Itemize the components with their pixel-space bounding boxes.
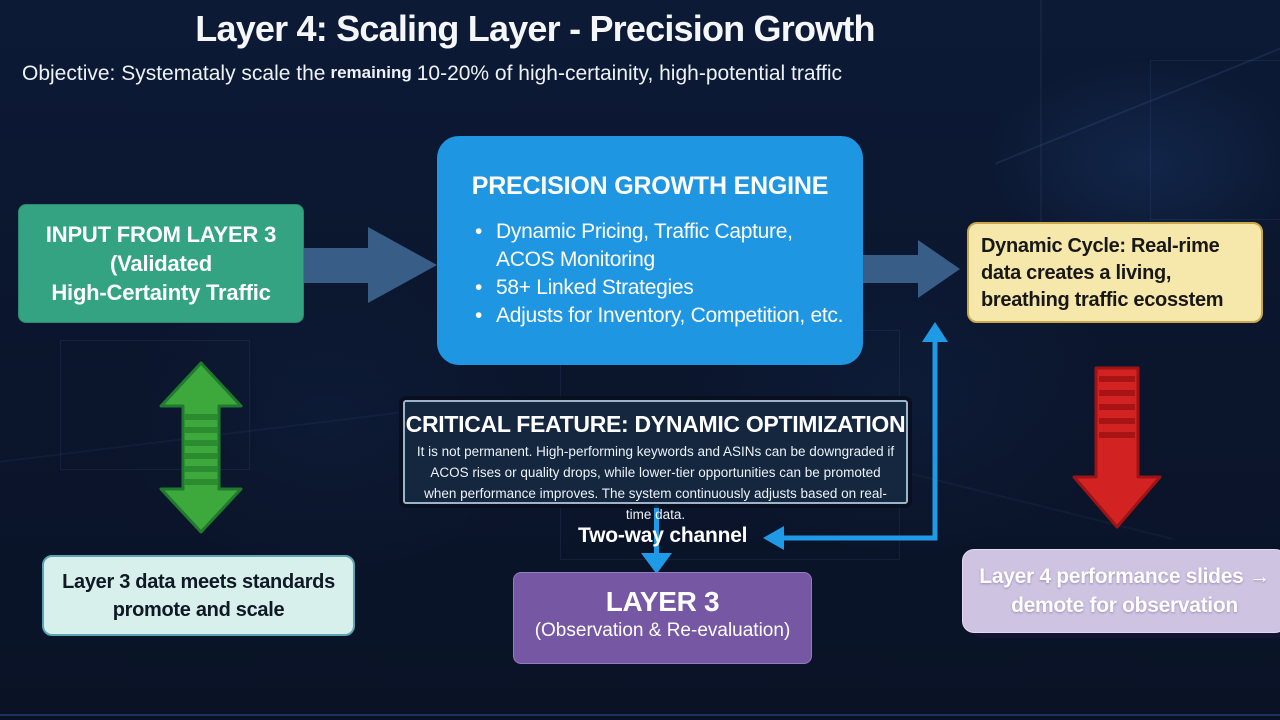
cycle-line: Dynamic Cycle: Real-rime (981, 235, 1220, 257)
engine-bullet: Dynamic Pricing, Traffic Capture, ACOS M… (473, 218, 855, 274)
critical-feature-title: CRITICAL FEATURE: DYNAMIC OPTIMIZATION (405, 411, 906, 437)
circuit-trace (1040, 0, 1042, 250)
precision-growth-engine-box: PRECISION GROWTH ENGINE Dynamic Pricing,… (437, 136, 863, 365)
demote-line: Layer 4 performance slides → (979, 565, 1270, 588)
input-from-layer3-box: INPUT FROM LAYER 3 (Validated High-Certa… (18, 204, 304, 323)
promote-line: promote and scale (112, 598, 285, 621)
circuit-chip (60, 340, 250, 470)
bottom-divider (0, 714, 1280, 716)
critical-feature-box: CRITICAL FEATURE: DYNAMIC OPTIMIZATION I… (403, 400, 908, 522)
promote-line: Layer 3 data meets standards (62, 570, 335, 593)
flow-arrow-engine-to-cycle-icon (863, 240, 960, 298)
input-box-line: (Validated (110, 251, 212, 276)
promote-box: Layer 3 data meets standards promote and… (42, 555, 355, 636)
page-title: Layer 4: Scaling Layer - Precision Growt… (195, 8, 875, 49)
circuit-chip (1150, 60, 1280, 220)
cycle-line: data creates a living, (981, 262, 1172, 284)
input-box-line: High-Certainty Traffic (51, 280, 271, 305)
critical-feature-body: It is not permanent. High-performing key… (416, 444, 895, 522)
cycle-line: breathing traffic ecosstem (981, 289, 1224, 311)
engine-bullet: 58+ Linked Strategies (473, 274, 855, 302)
dynamic-cycle-box: Dynamic Cycle: Real-rime data creates a … (967, 222, 1263, 323)
objective-prefix: Objective: Systemataly scale the (22, 62, 326, 85)
layer3-box: LAYER 3 (Observation & Re-evaluation) (513, 572, 812, 664)
engine-bullet: Adjusts for Inventory, Competition, etc. (473, 302, 855, 330)
input-box-line: INPUT FROM LAYER 3 (45, 222, 277, 247)
objective-suffix: 10-20% of high-certainity, high-potentia… (416, 62, 843, 85)
layer3-subtitle: (Observation & Re-evaluation) (534, 620, 791, 641)
engine-title: PRECISION GROWTH ENGINE (471, 172, 829, 200)
layer3-title: LAYER 3 (605, 586, 720, 617)
engine-bullet-list: Dynamic Pricing, Traffic Capture, ACOS M… (473, 218, 855, 330)
demote-box: Layer 4 performance slides → demote for … (962, 549, 1280, 633)
red-down-arrow-icon (1072, 366, 1162, 529)
two-way-channel-label: Two-way channel (578, 524, 748, 547)
objective-highlight: remaining (330, 63, 412, 82)
demote-line: demote for observation (1011, 594, 1238, 617)
flow-arrow-input-to-engine-icon (300, 227, 437, 303)
